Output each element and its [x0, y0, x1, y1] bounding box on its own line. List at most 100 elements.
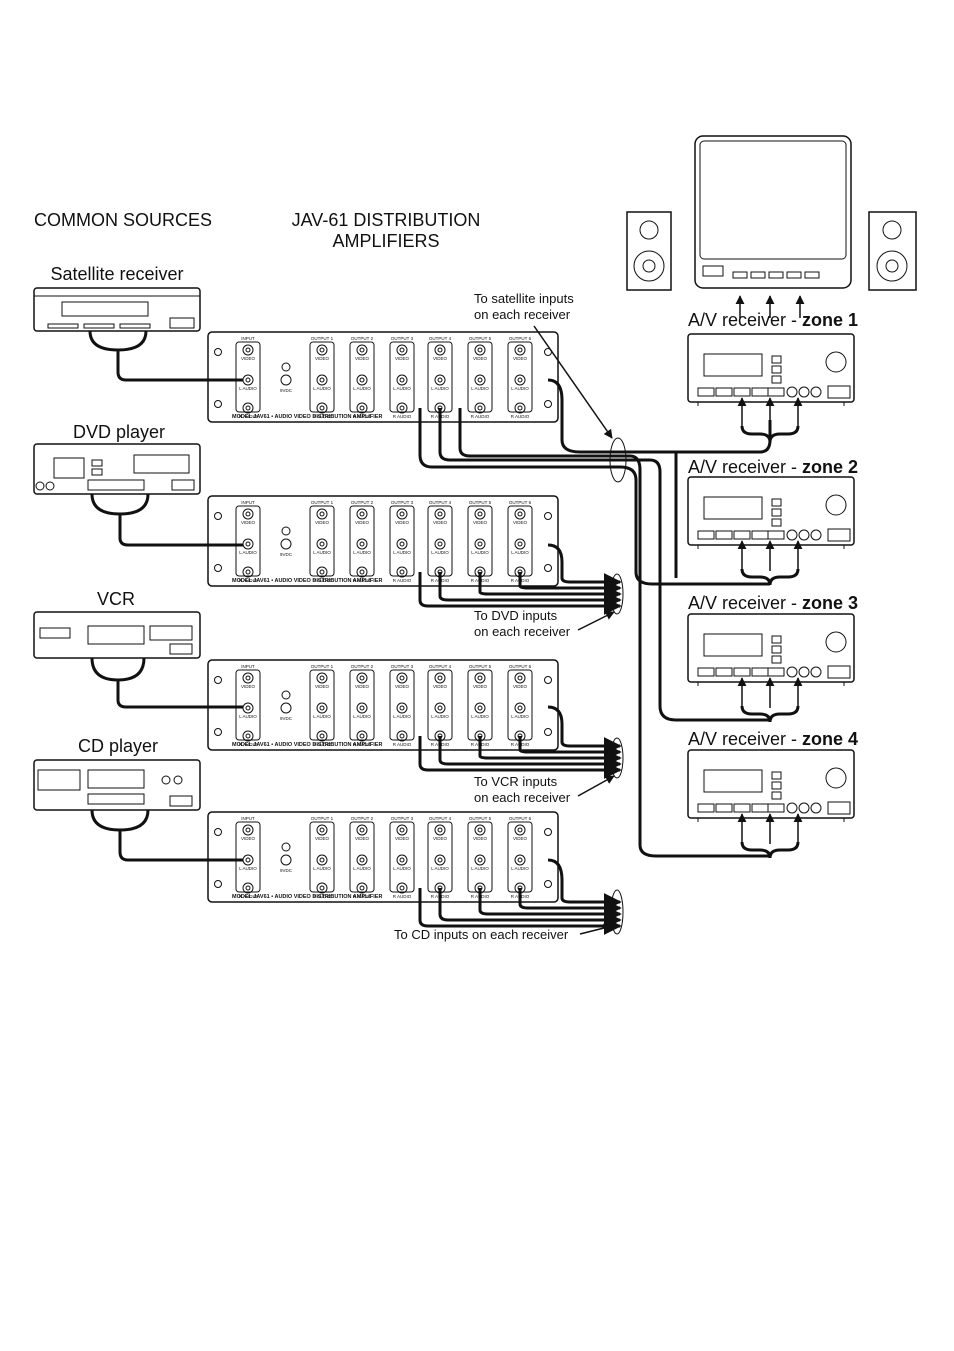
receiver-button[interactable] — [771, 365, 782, 374]
rca-jack-icon[interactable] — [316, 374, 328, 386]
rca-jack-icon[interactable] — [396, 824, 408, 836]
rca-jack-icon[interactable] — [474, 672, 486, 684]
rca-jack-icon[interactable] — [396, 566, 408, 578]
rca-jack-icon[interactable] — [242, 344, 254, 356]
rca-jack-icon[interactable] — [356, 730, 368, 742]
rca-jack-icon[interactable] — [434, 344, 446, 356]
rca-jack-icon[interactable] — [396, 702, 408, 714]
rca-jack-icon[interactable] — [396, 402, 408, 414]
input-button[interactable] — [697, 530, 715, 540]
rca-jack-icon[interactable] — [396, 882, 408, 894]
rca-jack-icon[interactable] — [396, 344, 408, 356]
receiver-button[interactable] — [771, 635, 782, 644]
receiver-button[interactable] — [771, 375, 782, 384]
rca-jack-icon[interactable] — [514, 672, 526, 684]
rca-jack-icon[interactable] — [356, 824, 368, 836]
rca-jack-icon[interactable] — [514, 344, 526, 356]
rca-jack-icon[interactable] — [474, 854, 486, 866]
rca-jack-icon[interactable] — [434, 672, 446, 684]
receiver-button[interactable] — [771, 498, 782, 507]
input-button[interactable] — [733, 387, 751, 397]
rca-jack-icon[interactable] — [474, 824, 486, 836]
rca-jack-icon[interactable] — [396, 538, 408, 550]
input-button[interactable] — [697, 803, 715, 813]
rca-jack-icon[interactable] — [242, 824, 254, 836]
rca-jack-icon[interactable] — [356, 344, 368, 356]
input-button[interactable] — [733, 667, 751, 677]
rca-jack-icon[interactable] — [434, 538, 446, 550]
rca-jack-icon[interactable] — [434, 508, 446, 520]
input-button[interactable] — [767, 530, 785, 540]
rca-jack-icon[interactable] — [434, 374, 446, 386]
rca-jack-icon[interactable] — [356, 672, 368, 684]
power-jack-icon[interactable] — [280, 538, 292, 550]
input-button[interactable] — [767, 803, 785, 813]
rca-jack-icon[interactable] — [316, 344, 328, 356]
rca-jack-icon[interactable] — [242, 508, 254, 520]
rca-jack-icon[interactable] — [316, 672, 328, 684]
rca-jack-icon[interactable] — [396, 854, 408, 866]
volume-knob-icon[interactable] — [825, 494, 847, 516]
rca-jack-icon[interactable] — [474, 374, 486, 386]
rca-jack-icon[interactable] — [356, 538, 368, 550]
rca-jack-icon[interactable] — [474, 508, 486, 520]
rca-jack-icon[interactable] — [474, 344, 486, 356]
rca-jack-icon[interactable] — [514, 374, 526, 386]
rca-jack-icon[interactable] — [356, 566, 368, 578]
input-button[interactable] — [767, 667, 785, 677]
rca-jack-icon[interactable] — [514, 854, 526, 866]
receiver-button[interactable] — [771, 518, 782, 527]
rca-jack-icon[interactable] — [356, 508, 368, 520]
power-jack-icon[interactable] — [280, 702, 292, 714]
rca-jack-icon[interactable] — [316, 854, 328, 866]
rca-jack-icon[interactable] — [242, 882, 254, 894]
power-jack-icon[interactable] — [280, 374, 292, 386]
rca-jack-icon[interactable] — [316, 730, 328, 742]
receiver-button[interactable] — [771, 655, 782, 664]
rca-jack-icon[interactable] — [242, 672, 254, 684]
input-button[interactable] — [715, 803, 733, 813]
rca-jack-icon[interactable] — [514, 402, 526, 414]
volume-knob-icon[interactable] — [825, 351, 847, 373]
rca-jack-icon[interactable] — [356, 374, 368, 386]
volume-knob-icon[interactable] — [825, 767, 847, 789]
rca-jack-icon[interactable] — [434, 702, 446, 714]
input-button[interactable] — [733, 803, 751, 813]
rca-jack-icon[interactable] — [356, 854, 368, 866]
rca-jack-icon[interactable] — [316, 402, 328, 414]
receiver-button[interactable] — [771, 508, 782, 517]
rca-jack-icon[interactable] — [242, 402, 254, 414]
rca-jack-icon[interactable] — [474, 702, 486, 714]
rca-jack-icon[interactable] — [434, 824, 446, 836]
input-button[interactable] — [767, 387, 785, 397]
rca-jack-icon[interactable] — [316, 882, 328, 894]
power-jack-icon[interactable] — [280, 854, 292, 866]
receiver-button[interactable] — [771, 771, 782, 780]
rca-jack-icon[interactable] — [356, 882, 368, 894]
rca-jack-icon[interactable] — [316, 508, 328, 520]
receiver-button[interactable] — [771, 781, 782, 790]
rca-jack-icon[interactable] — [242, 566, 254, 578]
rca-jack-icon[interactable] — [514, 824, 526, 836]
rca-jack-icon[interactable] — [474, 402, 486, 414]
receiver-button[interactable] — [771, 355, 782, 364]
volume-knob-icon[interactable] — [825, 631, 847, 653]
rca-jack-icon[interactable] — [514, 538, 526, 550]
rca-jack-icon[interactable] — [356, 702, 368, 714]
input-button[interactable] — [715, 530, 733, 540]
rca-jack-icon[interactable] — [514, 702, 526, 714]
rca-jack-icon[interactable] — [242, 730, 254, 742]
input-button[interactable] — [715, 387, 733, 397]
rca-jack-icon[interactable] — [316, 824, 328, 836]
rca-jack-icon[interactable] — [396, 730, 408, 742]
rca-jack-icon[interactable] — [396, 508, 408, 520]
rca-jack-icon[interactable] — [316, 538, 328, 550]
input-button[interactable] — [697, 667, 715, 677]
rca-jack-icon[interactable] — [474, 538, 486, 550]
rca-jack-icon[interactable] — [316, 566, 328, 578]
rca-jack-icon[interactable] — [356, 402, 368, 414]
rca-jack-icon[interactable] — [514, 508, 526, 520]
input-button[interactable] — [697, 387, 715, 397]
receiver-button[interactable] — [771, 645, 782, 654]
input-button[interactable] — [715, 667, 733, 677]
